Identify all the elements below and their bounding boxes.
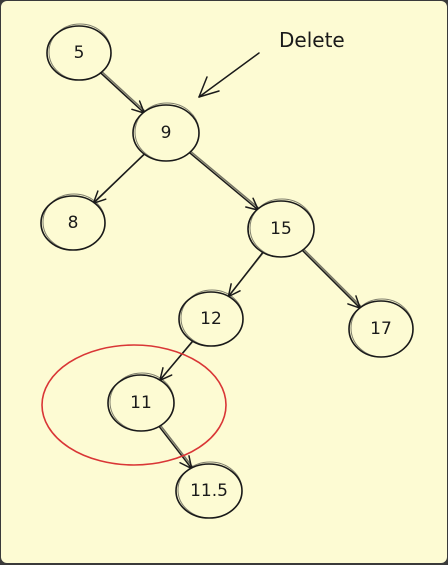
node-label: 15 xyxy=(270,219,292,239)
tree-node-n11: 11 xyxy=(107,372,175,432)
tree-node-n12: 12 xyxy=(178,289,244,347)
edge-shaft xyxy=(96,68,146,114)
node-label: 9 xyxy=(161,123,172,143)
edge-shaft xyxy=(184,148,260,211)
node-label: 12 xyxy=(200,309,222,329)
node-label: 5 xyxy=(74,43,85,63)
edge-shaft-sketch xyxy=(186,147,261,210)
node-circle-sketch xyxy=(350,298,414,358)
node-circle-sketch xyxy=(249,198,315,258)
node-label: 8 xyxy=(68,213,79,233)
node-label: 11 xyxy=(130,393,152,413)
edge-n15-to-n12 xyxy=(227,247,268,298)
delete-annotation-arrow-shaft xyxy=(198,52,260,98)
node-circle-sketch xyxy=(177,461,243,519)
edge-n15-to-n17 xyxy=(298,245,362,309)
edge-n5-to-n9 xyxy=(96,67,147,114)
tree-node-n8: 8 xyxy=(40,193,106,251)
node-circle-sketch xyxy=(180,289,244,347)
tree-node-n15: 15 xyxy=(247,198,315,258)
edge-shaft-sketch xyxy=(228,247,268,296)
edges-layer xyxy=(92,67,362,470)
tree-node-n9: 9 xyxy=(132,102,200,162)
annotation-layer: Delete xyxy=(198,28,345,98)
edge-shaft-sketch xyxy=(157,421,194,468)
highlight-ring-node-11 xyxy=(41,344,227,466)
delete-annotation-label: Delete xyxy=(279,28,345,52)
edge-shaft-sketch xyxy=(299,245,362,308)
tree-node-n11_5: 11.5 xyxy=(175,461,243,519)
nodes-layer: 5 9 8 15 12 17 11 11.5 xyxy=(40,23,414,519)
node-circle-sketch xyxy=(109,372,175,432)
tree-node-n17: 17 xyxy=(348,298,414,358)
node-circle-sketch xyxy=(42,193,106,251)
edge-shaft-sketch xyxy=(93,148,151,203)
edge-shaft xyxy=(298,246,361,309)
node-label: 11.5 xyxy=(190,481,228,501)
edge-n9-to-n15 xyxy=(184,147,261,211)
edge-shaft-sketch xyxy=(160,335,198,380)
edge-shaft xyxy=(155,422,193,470)
node-circle-sketch xyxy=(134,102,200,162)
edge-n9-to-n8 xyxy=(92,148,151,205)
node-circle-sketch xyxy=(48,23,112,81)
edge-shaft-sketch xyxy=(97,67,147,113)
delete-annotation-arrow-head xyxy=(198,76,220,98)
tree-node-n5: 5 xyxy=(46,23,112,81)
node-label: 17 xyxy=(370,319,392,339)
